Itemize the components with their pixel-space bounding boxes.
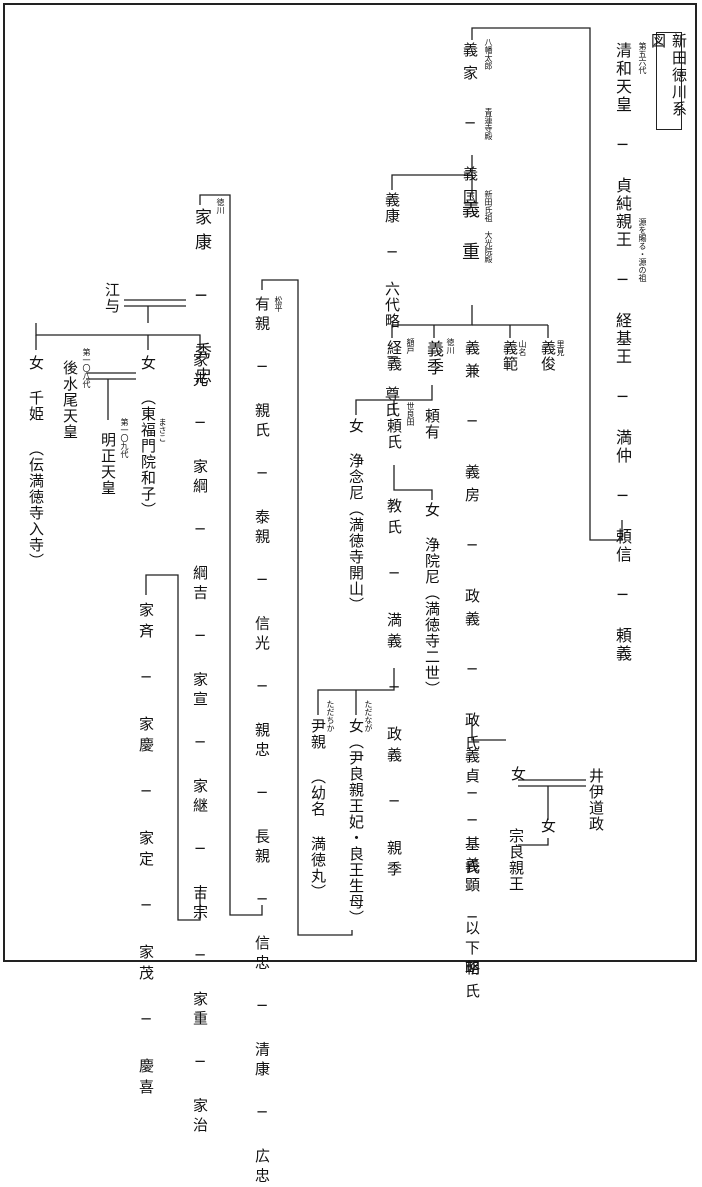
note-yoshitoshi: 里見 [556,340,565,356]
line-yoshikane: 義兼 ─ 義房 ─ 政義 ─ 政氏 ─ 基氏 ─ 朝氏 [463,340,481,1006]
page-title: 新田徳川系図 [649,32,688,130]
ruby-kazuko: まさこ [158,418,167,442]
note-yoshishige: 新田氏祖 大光院殿 [484,190,493,263]
person-ii-michimasa: 井伊道政 [587,768,605,832]
note-tsuneyoshi: 額戸 [406,338,415,354]
ruby-tadachika: ただちか [326,700,335,732]
person-go: 江与 [103,282,121,314]
note-tsunemoto: 源を賜る・源の祖 [638,218,647,282]
person-tsuneyoshi: 経義 [385,340,403,372]
line-seiwa: 清和天皇 ─ 貞純親王 ─ 経基王 ─ 満仲 ─ 頼信 ─ 頼義 [613,42,632,663]
connector-tadachika-matsudaira [297,925,353,936]
person-tadachika: 尹親 （幼名 満徳丸） [309,718,327,900]
connector-ieharu-ienari [145,574,201,921]
note-ieyasu: 徳川 [216,198,225,214]
person-muneyoshi: 宗良親王 [507,828,525,892]
person-meisho: 明正天皇 [99,432,117,496]
person-yorinari: 頼有 [423,408,441,440]
connector-yoriuji-sons [393,465,433,500]
line-yoshiyasu: 義康 ─ 六代略 ─ 尊氏 [383,192,401,418]
line-matsudaira: 有親 ─ 親氏 ─ 泰親 ─ 信光 ─ 親忠 ─ 長親 ─ 信忠 ─ 清康 ─ … [253,296,271,1187]
ruby-onna-hime: ただなが [364,700,373,732]
genealogy-connectors [35,27,623,936]
person-senhime: 女 千姫 （伝満徳寺入寺） [27,355,45,569]
line-yoshiie: 義家 ─ 義国 [461,42,479,212]
note-yoshikuni: 青蓮寺殿 [484,108,493,140]
person-onna-hime: 女（尹良親王妃・良王生母） [347,718,365,926]
person-yoshisue: 義季 [423,340,443,376]
person-jonen: 女 浄念尼（満徳寺開山） [347,418,365,613]
connector-yoshikuni-sons [391,155,473,190]
connector-hirotada-ieyasu [199,194,263,916]
person-onna-ii: 女 [539,818,557,834]
note-yoriuji: 世良田 [406,402,415,426]
note-yoshisue: 徳川 [446,338,455,354]
line-yoshisada: 義貞 ─ 義顕 以下略 [463,748,481,980]
connector-yoriyoshi-yoshiie [471,27,623,541]
person-yoshitoshi: 義俊 [539,340,557,372]
note-yoshiie: 八幡太郎 [484,38,493,70]
person-kazuko: 女 （東福門院和子） [139,355,157,518]
note-seiwa: 第五六代 [638,42,647,74]
note-yoshinori: 山名 [518,340,527,356]
note-meisho: 第一〇九代 [120,418,129,458]
connector-asauji-yoshisada [471,718,506,741]
note-matsudaira: 松平 [274,296,283,312]
page-frame [3,3,697,962]
person-yoshinori: 義範 [501,340,519,372]
line-ienari: 家斉 ─ 家慶 ─ 家定 ─ 家茂 ─ 慶喜 [137,602,155,1100]
note-gomizunoo: 第一〇八代 [82,348,91,388]
person-gomizunoo: 後水尾天皇 [61,360,79,440]
person-yoshishige: 義重 [459,200,480,284]
person-join: 女 浄院尼（満徳寺二世） [423,502,441,697]
connector-yoshishige-sons [391,305,473,338]
person-yoriuji: 頼氏 [385,418,403,450]
line-ieyasu: 家康 ─ 秀忠 [191,208,211,392]
person-onna-i: 女 [509,766,527,782]
line-norichi: 教氏 ─ 満義 ─ 政義 ─ 親季 [385,498,403,882]
line-iemitsu: 家光 ─ 家綱 ─ 綱吉 ─ 家宣 ─ 家継 ─ 吉宗 ─ 家重 ─ 家治 [191,352,209,1137]
